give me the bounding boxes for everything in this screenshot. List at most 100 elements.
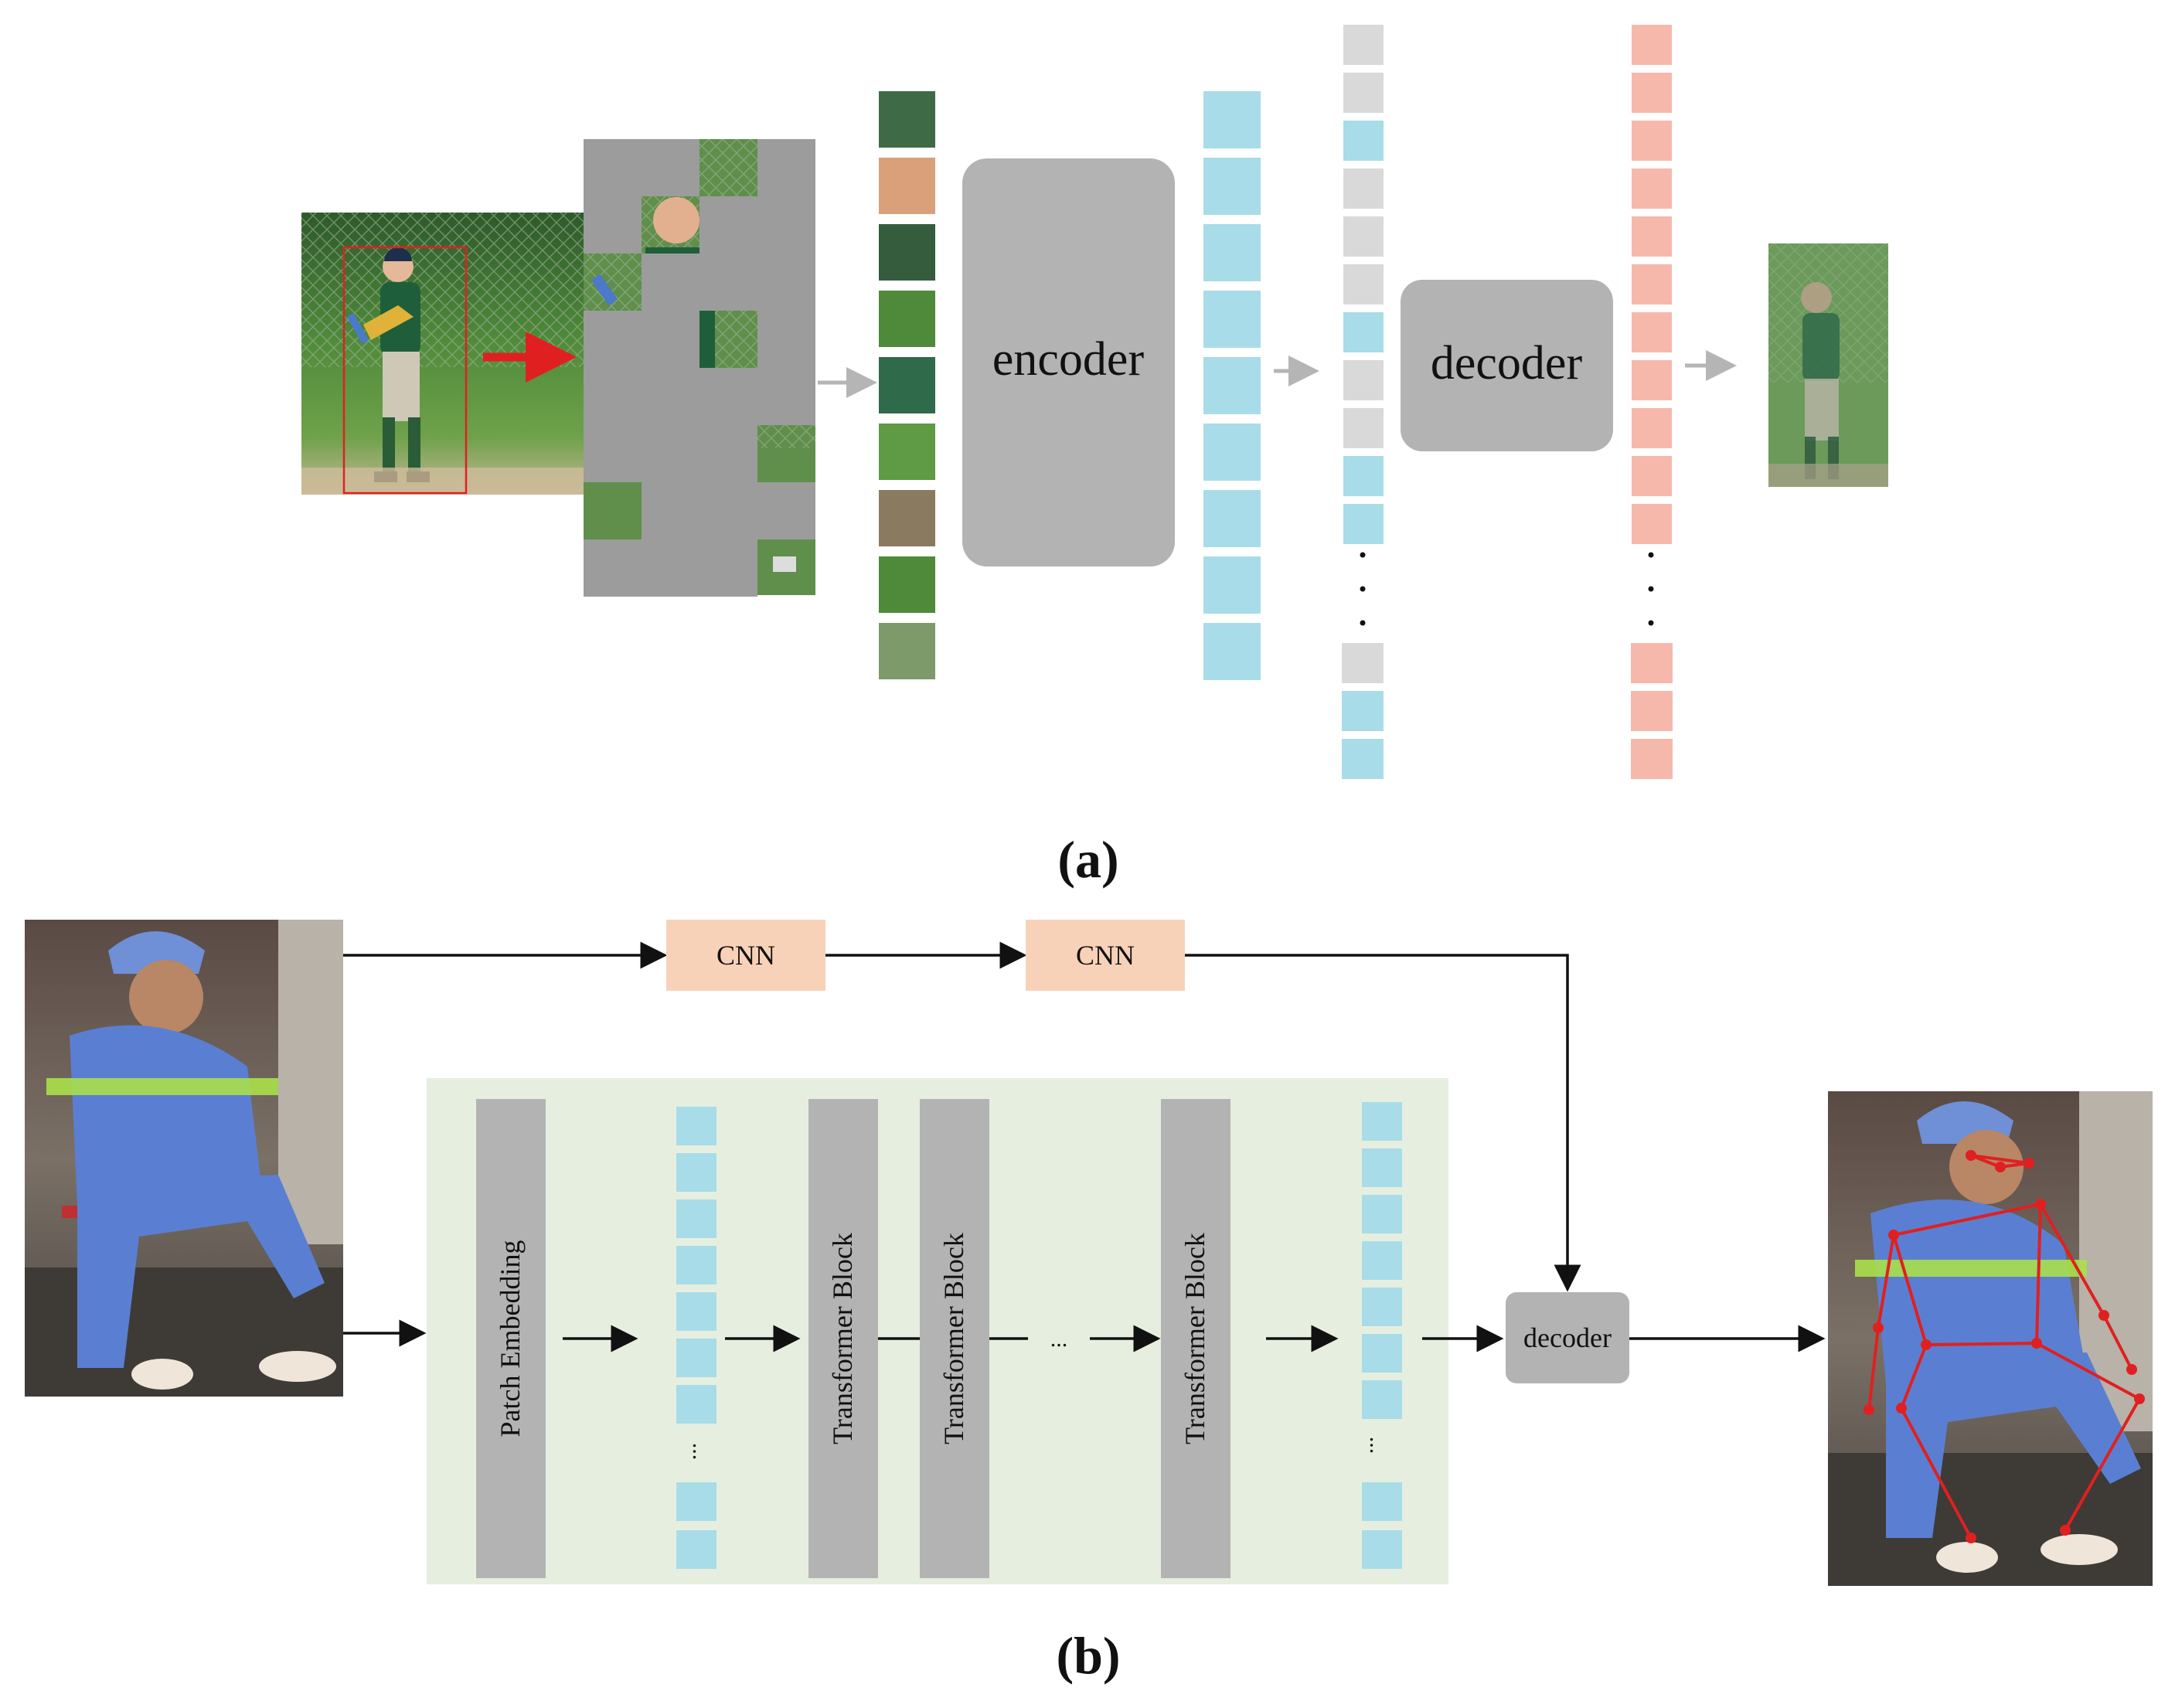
skeleton-bone [1877, 1234, 1895, 1329]
masked-patch [642, 253, 699, 311]
patch-embedding-label: Patch Embedding [495, 1240, 526, 1438]
decoder-input-dots [1360, 552, 1366, 626]
transformer-block-3: Transformer Block [1161, 1099, 1230, 1578]
visible-token [1343, 504, 1384, 544]
mask-token [1343, 168, 1384, 209]
visible-patch [879, 556, 935, 613]
masked-patch-grid [584, 139, 815, 597]
transformer-block-1-label: Transformer Block [827, 1233, 858, 1444]
token [1362, 1530, 1402, 1569]
mask-token [1343, 216, 1384, 257]
token [676, 1385, 716, 1424]
skeleton-bone [1867, 1327, 1880, 1410]
cnn-box-2: CNN [1026, 920, 1185, 991]
reconstructed-token [1632, 408, 1672, 448]
masked-patch [757, 368, 815, 425]
panel-b: CNN CNN Patch Embedding ... Transformer … [25, 920, 2153, 1685]
skeleton-bone [1892, 1234, 1928, 1346]
panel-a: encoder decoder [301, 25, 1888, 889]
caption-b: (b) [1056, 1626, 1120, 1685]
decoder-block-b: decoder [1506, 1292, 1629, 1383]
encoded-token-column [1203, 91, 1261, 680]
skeleton-joint [2134, 1393, 2145, 1404]
masked-patch [699, 196, 757, 253]
encoded-token [1203, 490, 1261, 547]
masked-patch [757, 311, 815, 368]
token [1362, 1148, 1402, 1187]
encoded-token [1203, 623, 1261, 680]
reconstructed-token [1631, 739, 1673, 779]
reconstructed-token [1632, 504, 1672, 544]
encoder-block: encoder [962, 158, 1175, 566]
encoder-label: encoder [992, 333, 1145, 386]
skeleton-bone [2036, 1342, 2140, 1400]
masked-patch [699, 368, 757, 425]
masked-patch [642, 139, 699, 196]
caption-a: (a) [1057, 830, 1118, 889]
mask-token [1343, 264, 1384, 305]
decoder-output-dots [1648, 552, 1654, 626]
reconstructed-token [1632, 73, 1672, 113]
token [676, 1292, 716, 1331]
cnn-1-label: CNN [716, 940, 775, 971]
skeleton-bone [2064, 1398, 2141, 1531]
masked-patch [757, 139, 815, 196]
visible-token [1343, 456, 1384, 496]
visible-patch-column [879, 91, 935, 679]
token [1362, 1195, 1402, 1233]
skeleton-joint [1921, 1339, 1932, 1350]
skeleton-joint [2098, 1310, 2109, 1321]
skeleton-joint [1995, 1162, 2006, 1172]
masked-patch [642, 368, 699, 425]
reconstructed-token [1631, 691, 1673, 731]
visible-patch [879, 291, 935, 347]
encoded-token [1203, 556, 1261, 614]
skeleton-bone [1900, 1407, 1972, 1539]
masked-patch [584, 311, 642, 368]
output-token-column [1362, 1102, 1402, 1569]
transformer-block-2: Transformer Block [920, 1099, 989, 1578]
encoded-token [1203, 91, 1261, 148]
skeleton-joint [1966, 1533, 1976, 1543]
reconstructed-token [1631, 643, 1673, 683]
masked-patch [699, 482, 757, 539]
embedded-token-column [676, 1107, 716, 1569]
mask-token [1343, 360, 1384, 400]
masked-patch [642, 482, 699, 539]
skeleton-bone [1925, 1342, 2037, 1346]
masked-patch [699, 425, 757, 482]
skeleton-bone [2035, 1203, 2042, 1344]
encoded-token [1203, 291, 1261, 348]
reconstructed-token [1632, 312, 1672, 352]
skeleton-joint [2060, 1525, 2071, 1536]
skeleton-bone [2039, 1203, 2105, 1316]
bounding-box [342, 246, 468, 495]
token [1362, 1241, 1402, 1280]
reconstructed-token [1632, 456, 1672, 496]
decoder-b-label: decoder [1523, 1322, 1612, 1353]
reconstructed-token [1632, 121, 1672, 161]
skeleton-joint [2031, 1338, 2042, 1349]
visible-patch [879, 357, 935, 413]
token [676, 1482, 716, 1521]
skeleton-joint [2035, 1199, 2046, 1210]
mask-cells [584, 139, 815, 597]
skeleton-bone [2102, 1315, 2133, 1370]
masked-patch [757, 482, 815, 539]
skeleton-joint [1966, 1150, 1976, 1161]
skeleton-joint [1864, 1404, 1874, 1415]
masked-patch [699, 253, 757, 311]
encoded-token [1203, 357, 1261, 414]
mask-token [1343, 73, 1384, 113]
skeleton-joint [2126, 1364, 2137, 1375]
visible-patch [879, 490, 935, 546]
reconstructed-image [1768, 243, 1888, 487]
skeleton-joint [1888, 1230, 1899, 1240]
reconstructed-token [1632, 25, 1672, 65]
decoder-input-token-column [1342, 25, 1384, 779]
cnn-2-label: CNN [1076, 940, 1135, 971]
reconstructed-token [1632, 264, 1672, 305]
pose-output-image [1828, 1091, 2153, 1586]
token [676, 1246, 716, 1284]
